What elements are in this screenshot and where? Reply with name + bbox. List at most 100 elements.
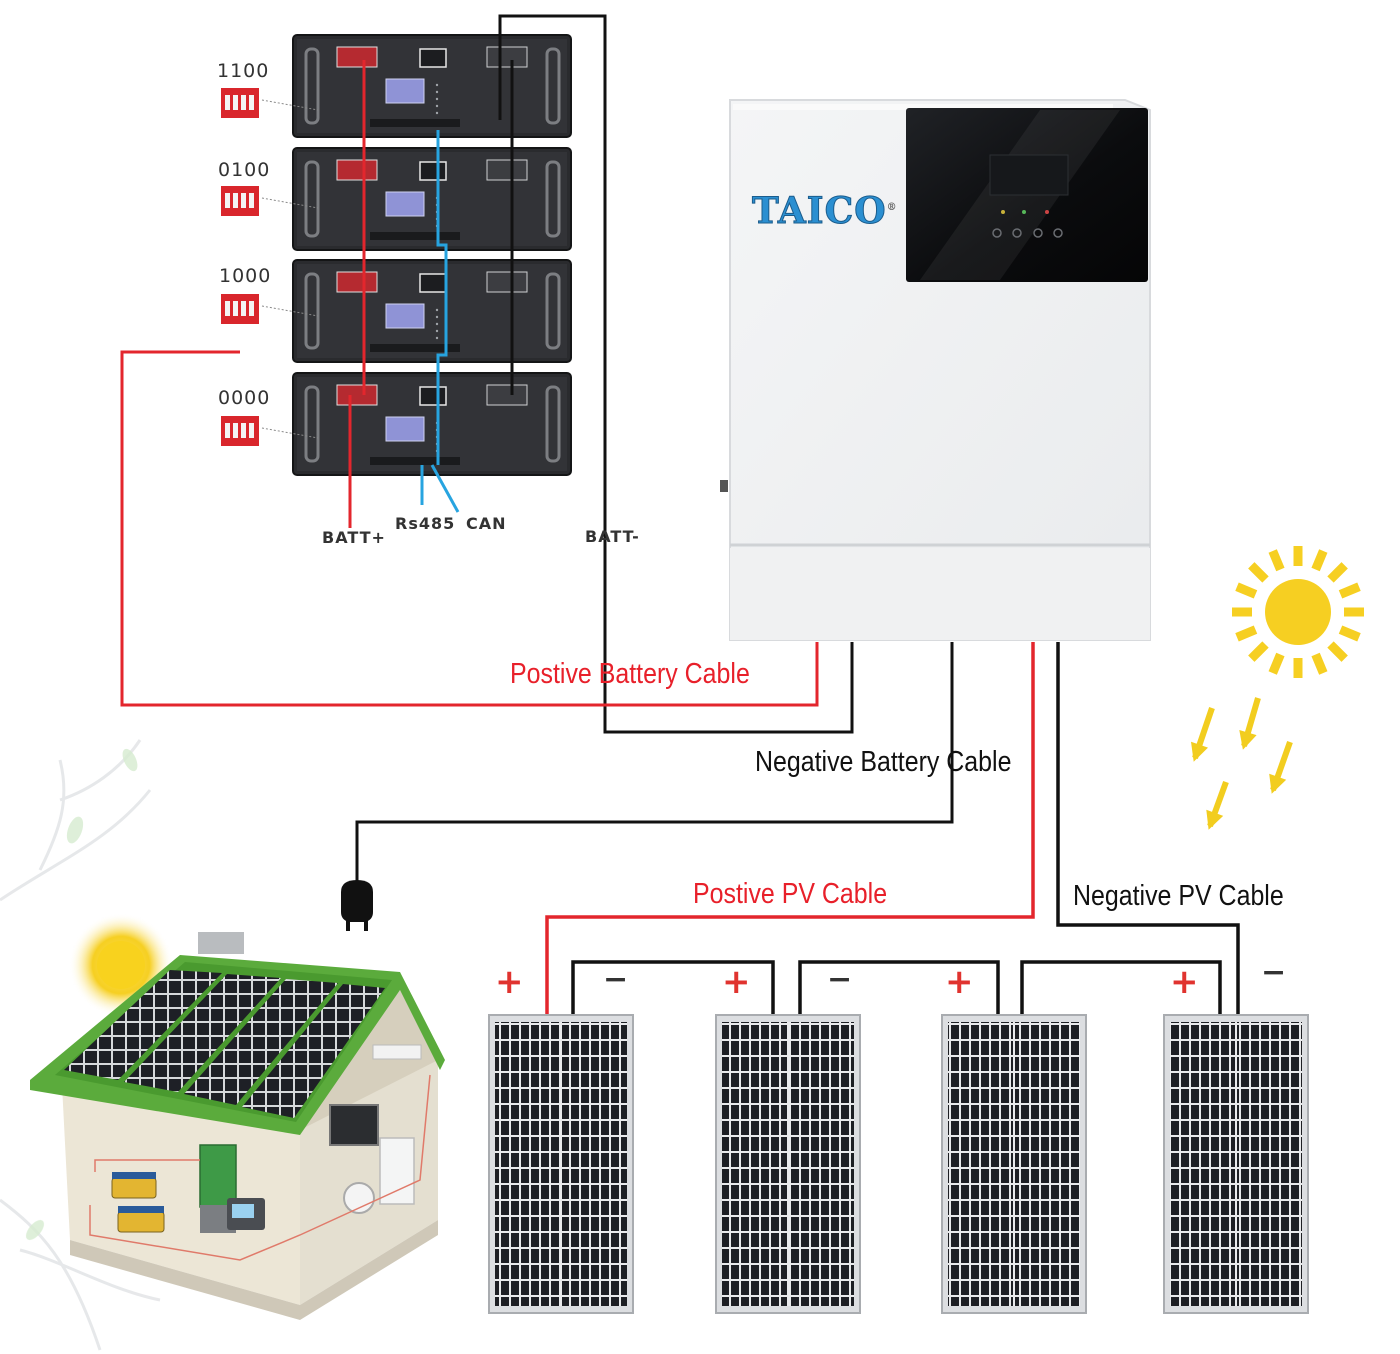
panel-1-minus-terminal: − [603, 962, 629, 997]
dip-switch-icon-3 [221, 294, 319, 324]
batt-plus-label: BATT+ [322, 528, 386, 547]
battery-port-strip [370, 457, 460, 465]
series-jumper-3 [1020, 960, 1222, 1015]
battery-status-led [435, 336, 439, 340]
batt-minus-label: BATT- [585, 527, 640, 546]
house-tv [329, 1104, 379, 1146]
battery-stack [292, 34, 572, 476]
negative-battery-cable-label: Negative Battery Cable [755, 746, 1012, 778]
battery-breaker [419, 48, 447, 68]
dip-code-battery-3: 1000 [219, 265, 272, 287]
house-illustration [30, 913, 445, 1320]
battery-positive-terminal [336, 384, 378, 406]
positive-battery-cable-line [120, 350, 819, 707]
gable-top [300, 990, 438, 1130]
inverter-top-edge [733, 104, 1113, 110]
battery-right-handle [545, 385, 561, 463]
dip-switch-leader [261, 305, 319, 317]
brand-name: TAICO [752, 190, 887, 233]
dip-switch-icon-2 [221, 186, 319, 216]
house-inverter [199, 1144, 237, 1208]
battery-port-strip [370, 344, 460, 352]
house-wiring [89, 1074, 431, 1261]
battery-breaker [419, 273, 447, 293]
ac-output-cable [355, 642, 954, 895]
battery-positive-terminal [336, 271, 378, 293]
sunlight-arrow-head [1269, 773, 1287, 794]
dip-switch-toggle [225, 423, 230, 438]
can-bus-cable [436, 130, 448, 465]
house-battery-1 [111, 1177, 157, 1199]
dip-switch-toggle [249, 95, 254, 110]
panel-3-plus-terminal: + [945, 962, 974, 1002]
sunlight-arrows-icon [1191, 697, 1293, 830]
dip-switch-toggle [225, 193, 230, 208]
battery-lcd [385, 416, 425, 442]
dip-switch-toggle [233, 423, 238, 438]
dip-switch-toggle [241, 95, 246, 110]
dip-switch-toggle [233, 95, 238, 110]
sun-ray [1338, 625, 1361, 642]
battery-module-1 [292, 34, 572, 138]
house-sun-core [97, 941, 145, 989]
chimney [198, 932, 244, 954]
cables [120, 14, 1240, 1015]
battery-port-strip [370, 119, 460, 127]
dip-switch-icon-1 [221, 88, 319, 118]
battery-module-2 [292, 147, 572, 251]
house-controller-screen [232, 1204, 254, 1218]
dip-switch-toggle [249, 423, 254, 438]
sunlight-arrow-head [1239, 730, 1257, 750]
sunlight-arrow-1 [1191, 707, 1215, 762]
negative-battery-cable-line [498, 14, 854, 734]
battery-breaker [419, 386, 447, 406]
sun-ray [1338, 582, 1361, 599]
dip-switch-group [221, 88, 319, 446]
battery-right-handle [545, 160, 561, 238]
battery-right-handle [545, 272, 561, 350]
series-jumper-1 [571, 960, 775, 1015]
sun-ray [1248, 641, 1269, 662]
house-wiring-2 [94, 1159, 200, 1172]
inverter-indicator-leds [1001, 210, 1049, 214]
dip-code-battery-1: 1100 [217, 60, 270, 82]
dip-switch-toggle [225, 301, 230, 316]
panel-1-plus-terminal: + [495, 962, 524, 1002]
battery-status-led [435, 315, 439, 319]
positive-pv-cable-label: Postive PV Cable [693, 878, 888, 910]
inverter [720, 99, 1151, 641]
sun-ray [1268, 549, 1285, 572]
dip-switch-toggle [241, 193, 246, 208]
inverter-lower-cover [730, 548, 1150, 640]
sun-ray [1248, 562, 1269, 583]
sunlight-arrow-4 [1206, 780, 1229, 830]
dip-switch-toggle [241, 423, 246, 438]
brand-logo: TAICO® [752, 190, 898, 233]
battery-lcd [385, 78, 425, 104]
battery-left-handle [304, 47, 320, 125]
sunlight-arrow-3 [1269, 740, 1293, 794]
house-front-wall [62, 1085, 300, 1305]
battery-status-led [435, 322, 439, 326]
series-jumper-2 [798, 960, 1000, 1015]
negative-pv-cable-line [1056, 642, 1240, 1015]
house-fan [343, 1182, 375, 1214]
house-fridge [379, 1137, 415, 1205]
battery-positive-terminal [336, 46, 378, 68]
panel-4-minus-terminal: − [1261, 955, 1287, 990]
battery-port-strip [370, 232, 460, 240]
pv-panel-1 [488, 1014, 634, 1314]
battery-lcd [385, 191, 425, 217]
house-battery-2 [117, 1211, 165, 1233]
battery-left-handle [304, 160, 320, 238]
battery-left-handle [304, 272, 320, 350]
roof-solar-panels [64, 970, 385, 1118]
battery-status-led [435, 329, 439, 333]
background-branches [0, 739, 161, 1351]
sun-ray [1268, 652, 1285, 675]
battery-negative-terminal [486, 271, 528, 293]
battery-left-handle [304, 385, 320, 463]
dip-switch-icon-4 [221, 416, 319, 446]
dip-switch-toggle [225, 95, 230, 110]
